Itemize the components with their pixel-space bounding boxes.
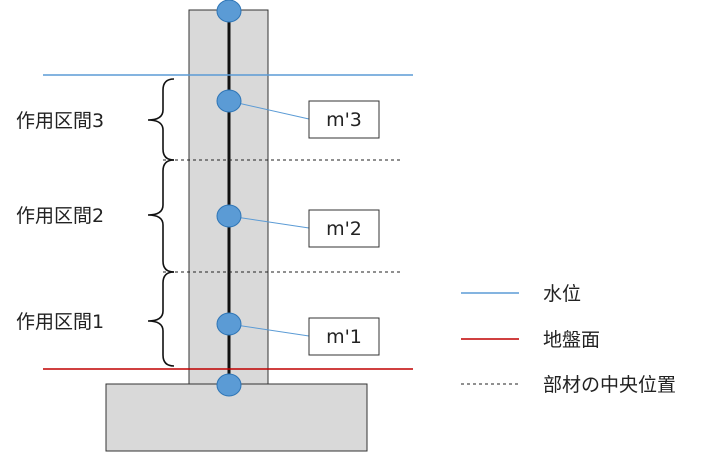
zone-label-2: 作用区間2 — [16, 205, 104, 227]
moment-box-m1 — [308, 317, 380, 356]
node-m3 — [216, 89, 242, 113]
legend: 水位 地盤面 部材の中央位置 — [461, 283, 676, 396]
footing — [105, 383, 368, 452]
zone-brace-3 — [147, 78, 175, 161]
moment-box-m3 — [308, 100, 380, 139]
moment-box-m2 — [308, 209, 380, 248]
moment-label-m1: m'1 — [326, 326, 362, 348]
zone-label-1: 作用区間1 — [16, 311, 104, 333]
node-m2 — [216, 204, 242, 228]
node-m1 — [216, 312, 242, 336]
node-base — [216, 373, 242, 397]
zone-brace-2 — [147, 159, 175, 273]
zone-brace-1 — [147, 271, 175, 367]
legend-label-ground-surface: 地盤面 — [543, 329, 600, 351]
legend-label-member-center: 部材の中央位置 — [543, 374, 676, 396]
leader-line-m3 — [228, 100, 310, 120]
zone-label-3: 作用区間3 — [16, 110, 104, 132]
leader-line-m1 — [228, 323, 310, 337]
moment-label-m2: m'2 — [326, 218, 362, 240]
moment-label-m3: m'3 — [326, 109, 362, 131]
leader-line-m2 — [228, 215, 310, 229]
legend-label-water-level: 水位 — [543, 283, 581, 305]
node-top — [216, 0, 242, 23]
